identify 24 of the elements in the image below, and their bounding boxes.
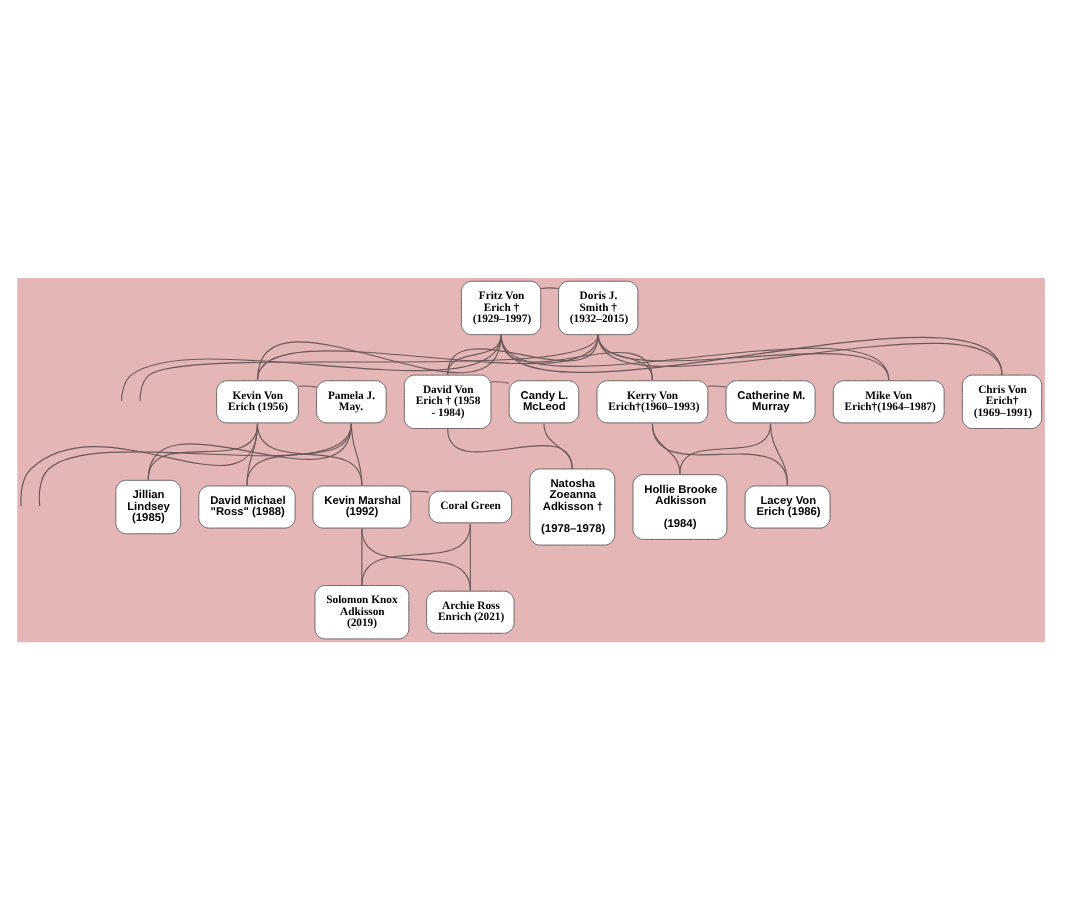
connector	[447, 426, 573, 469]
connector	[256, 333, 599, 380]
connector	[770, 422, 789, 485]
connector	[246, 422, 259, 485]
connector	[707, 384, 727, 387]
connector	[20, 422, 259, 506]
connector	[490, 380, 510, 383]
connector	[410, 489, 430, 492]
connector	[651, 422, 789, 485]
connector	[543, 422, 573, 469]
connector	[120, 333, 502, 401]
connector	[298, 384, 318, 387]
connector	[447, 333, 599, 375]
connector	[256, 422, 363, 485]
connector	[350, 422, 363, 485]
connector	[679, 422, 772, 474]
connector	[469, 522, 471, 590]
connector	[597, 333, 1003, 375]
connector	[38, 422, 352, 506]
connector	[361, 527, 363, 586]
connector	[500, 333, 1003, 375]
connector	[540, 286, 559, 289]
connector	[139, 333, 599, 401]
connector	[246, 422, 352, 485]
